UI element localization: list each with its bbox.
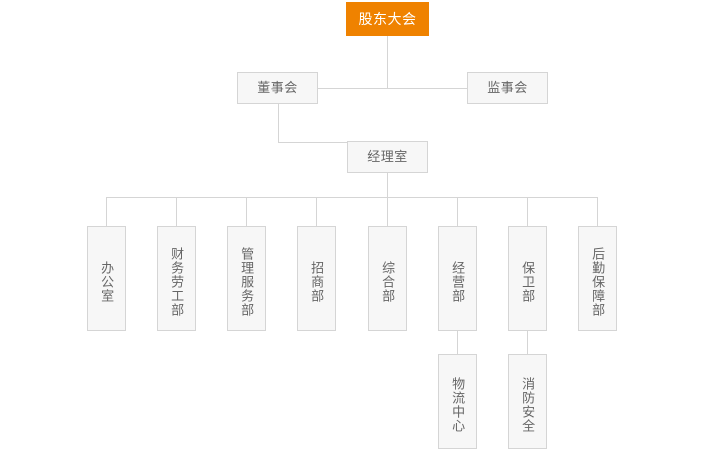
connector-board-down [278, 104, 279, 142]
connector-sub-stem-2 [527, 331, 528, 354]
connector-root-down [387, 36, 388, 88]
node-shareholders[interactable]: 股东大会 [346, 2, 429, 36]
connector-manager-down [387, 173, 388, 197]
connector-dept-stem-8 [597, 197, 598, 226]
connector-board-to-manager [278, 142, 388, 143]
connector-sub-stem-1 [457, 331, 458, 354]
node-department-4[interactable]: 招商部 [297, 226, 336, 331]
node-supervisors[interactable]: 监事会 [467, 72, 548, 104]
connector-dept-stem-7 [527, 197, 528, 226]
node-department-2[interactable]: 财务劳工部 [157, 226, 196, 331]
node-sub-department-1[interactable]: 物流中心 [438, 354, 477, 449]
node-department-3[interactable]: 管理服务部 [227, 226, 266, 331]
node-department-8[interactable]: 后勤保障部 [578, 226, 617, 331]
connector-dept-stem-2 [176, 197, 177, 226]
node-department-7[interactable]: 保卫部 [508, 226, 547, 331]
node-department-5[interactable]: 综合部 [368, 226, 407, 331]
connector-level2-bus [278, 88, 507, 89]
connector-departments-bus [106, 197, 597, 198]
node-department-1[interactable]: 办公室 [87, 226, 126, 331]
node-manager-office[interactable]: 经理室 [347, 141, 428, 173]
node-board[interactable]: 董事会 [237, 72, 318, 104]
node-sub-department-2[interactable]: 消防安全 [508, 354, 547, 449]
node-department-6[interactable]: 经营部 [438, 226, 477, 331]
connector-dept-stem-1 [106, 197, 107, 226]
connector-dept-stem-6 [457, 197, 458, 226]
connector-dept-stem-3 [246, 197, 247, 226]
connector-dept-stem-4 [316, 197, 317, 226]
connector-dept-stem-5 [387, 197, 388, 226]
